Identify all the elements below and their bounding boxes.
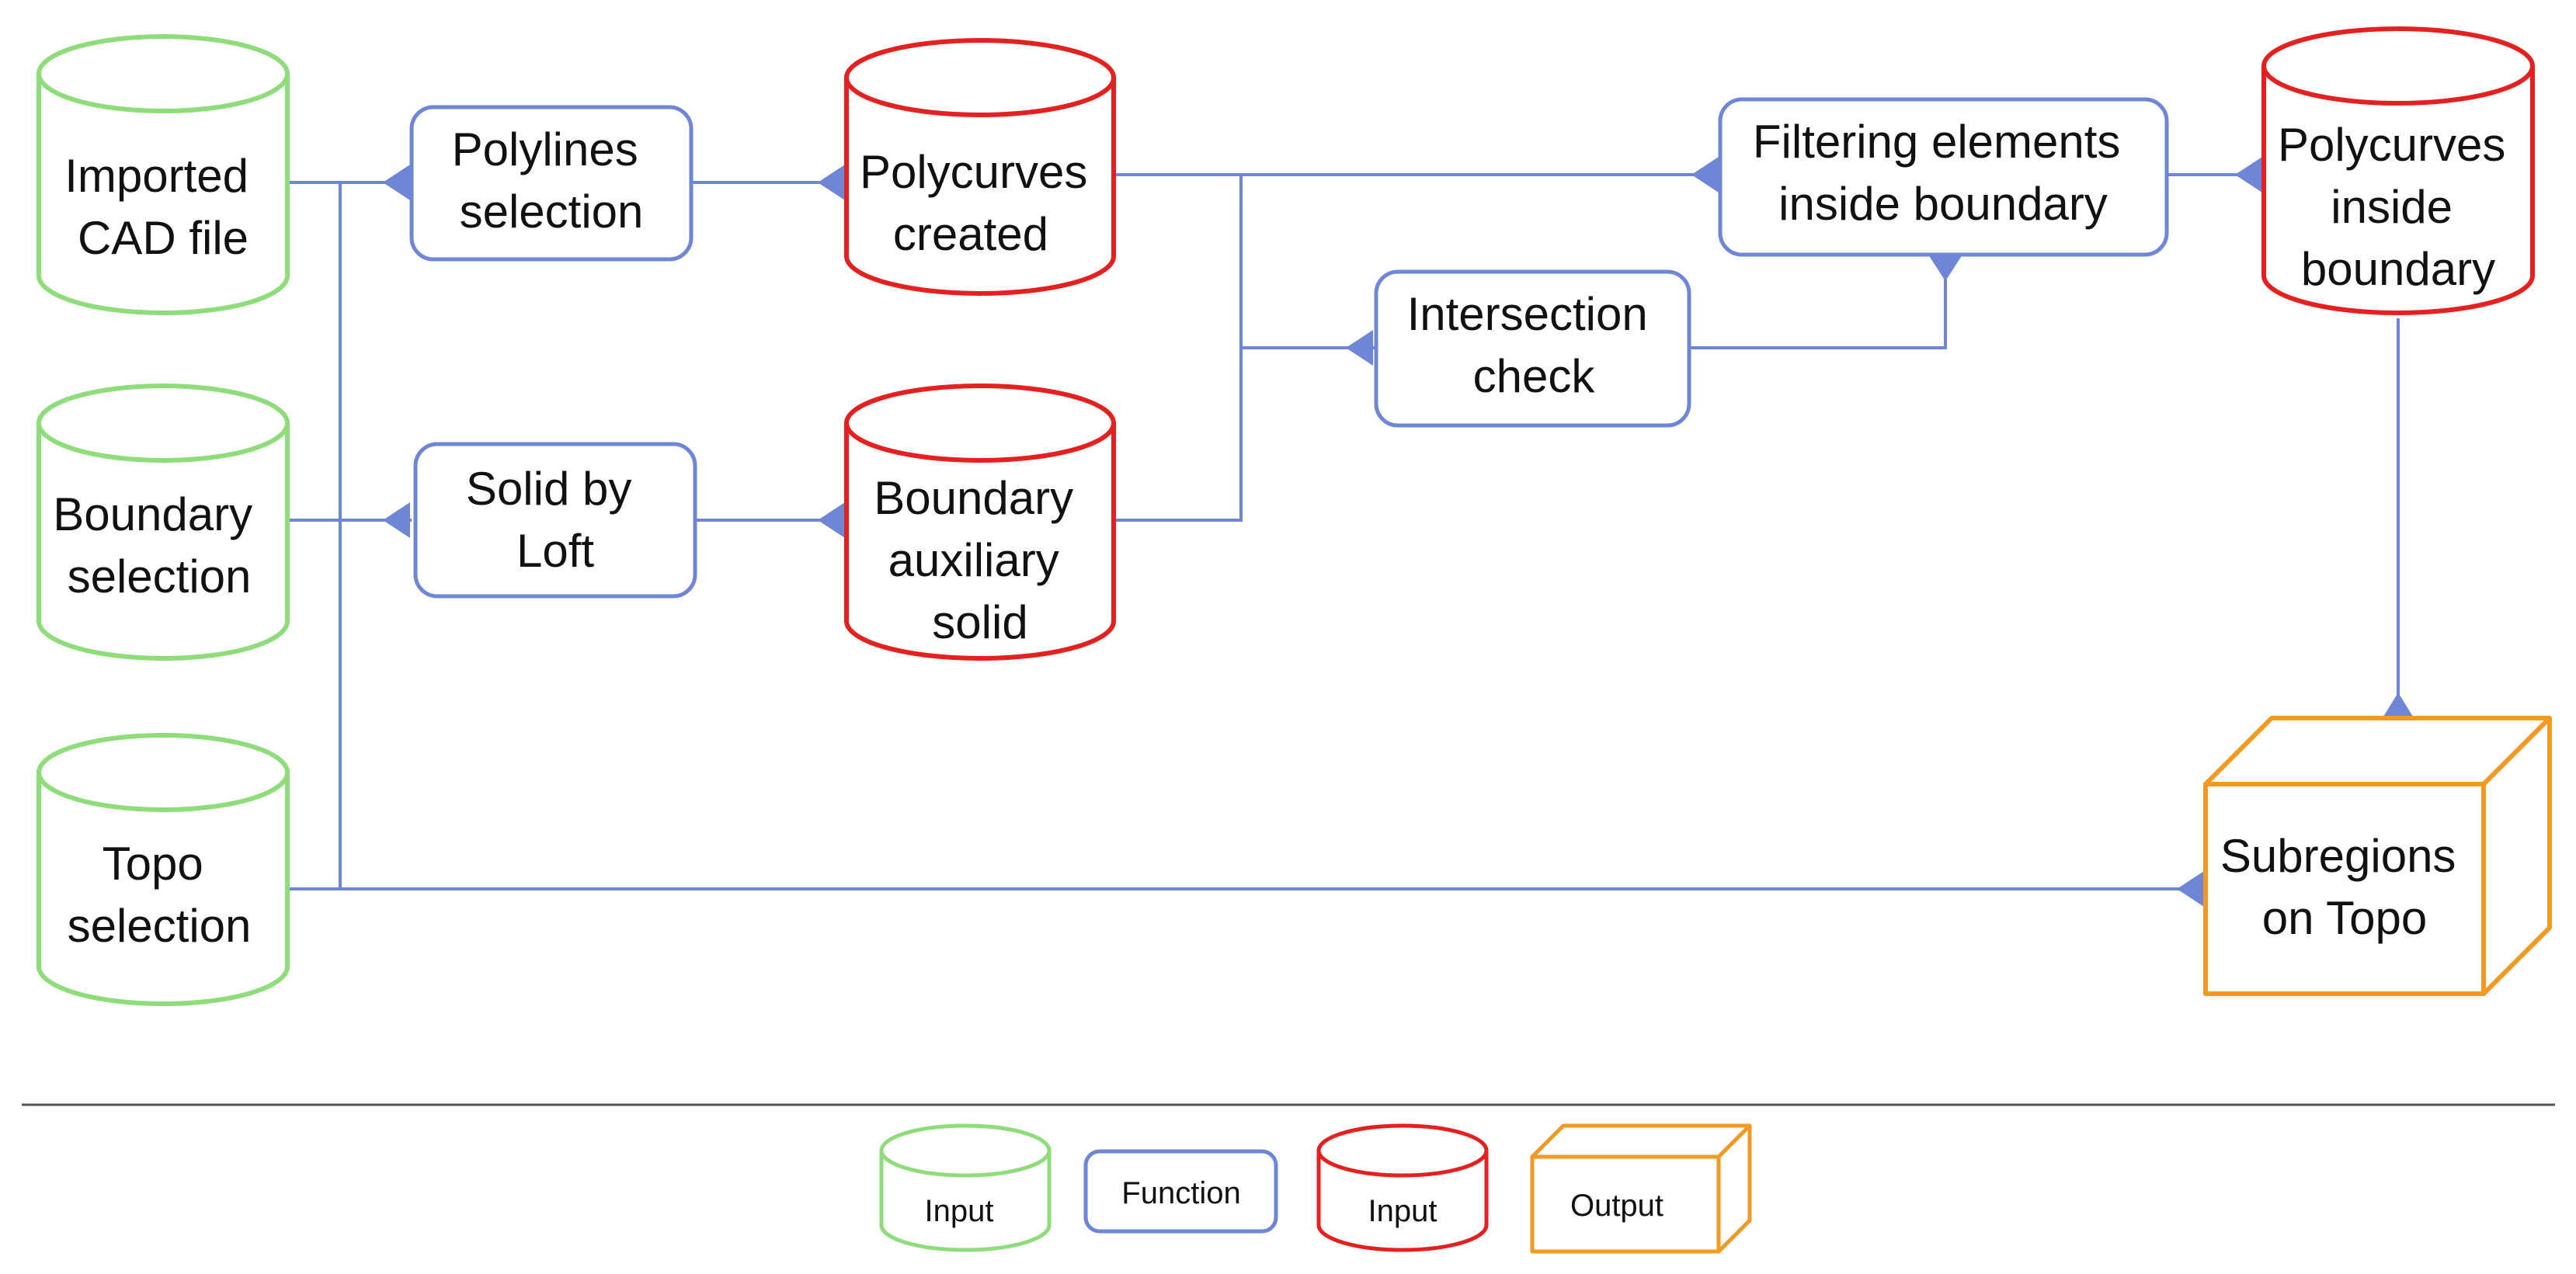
input-cylinder-cad xyxy=(37,34,290,315)
legend: Input Function Input Output xyxy=(879,1123,1752,1254)
function-box-intersection xyxy=(1374,269,1691,428)
legend-function-label: Function xyxy=(1121,1176,1240,1210)
function-box-solid-by-loft xyxy=(413,442,697,599)
output-box-subregions xyxy=(2203,716,2552,996)
arrowhead-polylines xyxy=(383,165,410,200)
label-intersection-check: Intersection check xyxy=(1407,288,1661,402)
connector-aux-solid-to-junction xyxy=(1114,175,1243,522)
arrowhead-subregions-top xyxy=(2381,693,2415,720)
label-solid-by-loft: Solid by Loft xyxy=(466,463,645,577)
red-cylinder-polycurves-created xyxy=(844,38,1116,296)
label-filtering-elements: Filtering elements inside boundary xyxy=(1753,116,2133,230)
arrowhead-subregions-left xyxy=(2177,871,2204,907)
arrowhead-filtering-bottom xyxy=(1928,255,1962,281)
function-box-polylines xyxy=(409,105,694,262)
legend-function-symbol xyxy=(1083,1149,1278,1234)
label-polylines-selection: Polylines selection xyxy=(452,123,652,238)
red-cylinder-polycurves-inside xyxy=(2261,26,2535,315)
input-cylinder-boundary xyxy=(37,384,290,661)
arrowhead-loft xyxy=(383,502,410,538)
legend-output-symbol xyxy=(1530,1123,1752,1254)
red-cylinder-aux-solid xyxy=(844,384,1116,661)
legend-input-red-symbol xyxy=(1316,1123,1489,1252)
connectors xyxy=(287,173,2400,890)
legend-input-red-label: Input xyxy=(1368,1194,1437,1228)
label-boundary-selection: Boundary selection xyxy=(53,488,266,602)
arrowhead-aux-solid xyxy=(818,502,845,538)
label-subregions-topo: Subregions on Topo xyxy=(2220,830,2469,944)
arrowhead-polycurves-created xyxy=(818,165,845,200)
arrowhead-polycurves-inside xyxy=(2235,157,2262,193)
label-topo-selection: Topo selection xyxy=(68,838,252,952)
arrowheads xyxy=(383,157,2415,907)
label-polycurves-inside: Polycurves inside boundary xyxy=(2278,119,2519,295)
label-polycurves-created: Polycurves created xyxy=(860,146,1100,260)
arrowhead-intersection xyxy=(1346,330,1373,366)
connector-intersection-to-filtering xyxy=(1689,255,1947,349)
legend-input-green-label: Input xyxy=(925,1194,994,1228)
legend-output-label: Output xyxy=(1570,1189,1663,1223)
input-cylinder-topo xyxy=(37,733,290,1006)
legend-input-green-symbol xyxy=(879,1123,1052,1252)
label-boundary-aux-solid: Boundary auxiliary solid xyxy=(874,472,1086,648)
function-box-filtering xyxy=(1718,97,2169,257)
label-cad-file: Imported CAD file xyxy=(64,150,261,264)
arrowhead-filtering-left xyxy=(1691,157,1719,193)
